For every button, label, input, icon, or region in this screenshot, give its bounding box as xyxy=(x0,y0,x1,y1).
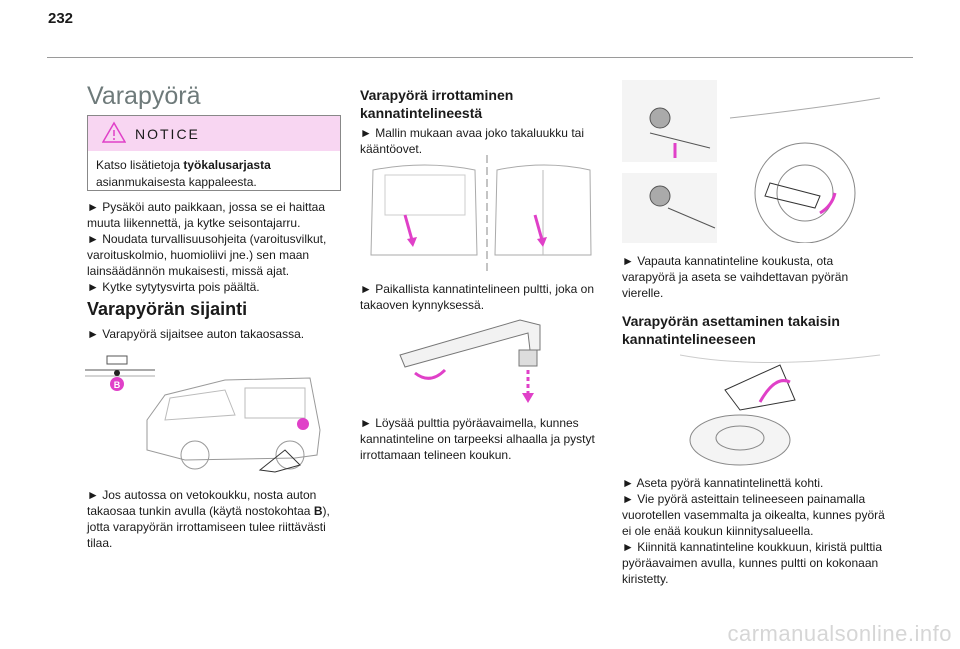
page-number: 232 xyxy=(48,10,74,27)
section-heading-removal: Varapyörä irrottaminen kannatintelineest… xyxy=(360,87,514,121)
removal-step-1: ► Mallin mukaan avaa joko takaluukku tai… xyxy=(360,126,584,156)
location-text: ► Varapyörä sijaitsee auton takaosassa. xyxy=(87,327,305,341)
jack-text-end: ), jotta varapyörän irrottamiseen tulee … xyxy=(87,504,330,550)
page-title: Varapyörä xyxy=(87,82,201,110)
van-location-illustration: B xyxy=(85,355,321,473)
wheel-wrench-illustration xyxy=(399,319,541,403)
removal-step-2: ► Paikallista kannatintelineen pultti, j… xyxy=(360,282,595,312)
watermark: carmanualsonline.info xyxy=(727,621,952,646)
jack-instruction: ► Jos autossa on vetokoukku, nosta auton… xyxy=(87,487,349,551)
notice-text-end: asianmukaisesta kappaleesta. xyxy=(96,175,257,189)
bullet-ignition: ► Kytke sytytysvirta pois päältä. xyxy=(87,280,260,294)
notice-label: NOTICE xyxy=(135,126,200,142)
marker-b: B xyxy=(114,380,121,390)
jack-text: ► Jos autossa on vetokoukku, nosta auton… xyxy=(87,488,317,518)
section-heading-location: Varapyörän sijainti xyxy=(87,299,248,319)
hook-release-illustration xyxy=(622,80,881,243)
section-heading-refit: Varapyörän asettaminen takaisin kannatin… xyxy=(622,313,840,347)
refit-step-2: ► Vie pyörä asteittain telineeseen paina… xyxy=(622,492,885,538)
release-step: ► Vapauta kannatinteline koukusta, ota v… xyxy=(622,254,849,300)
notice-text: Katso lisätietoja xyxy=(96,158,184,172)
bullet-safety: ► Noudata turvallisuusohjeita (varoitusv… xyxy=(87,232,327,278)
warning-icon xyxy=(102,121,126,143)
notice-box: NOTICE Katso lisätietoja työkalusarjasta… xyxy=(87,115,341,191)
header-divider xyxy=(47,57,913,58)
removal-step-3: ► Löysää pulttia pyöräavaimella, kunnes … xyxy=(360,416,595,462)
refit-step-1: ► Aseta pyörä kannatintelinettä kohti. xyxy=(622,476,824,490)
wheel-refit-illustration xyxy=(680,354,881,466)
bullet-park: ► Pysäköi auto paikkaan, jossa se ei hai… xyxy=(87,200,326,230)
refit-step-3: ► Kiinnitä kannatinteline koukkuun, kiri… xyxy=(622,540,883,586)
jack-point-b: B xyxy=(313,504,323,518)
rear-doors-illustration xyxy=(370,155,592,275)
notice-link-text: työkalusarjasta xyxy=(183,158,271,172)
